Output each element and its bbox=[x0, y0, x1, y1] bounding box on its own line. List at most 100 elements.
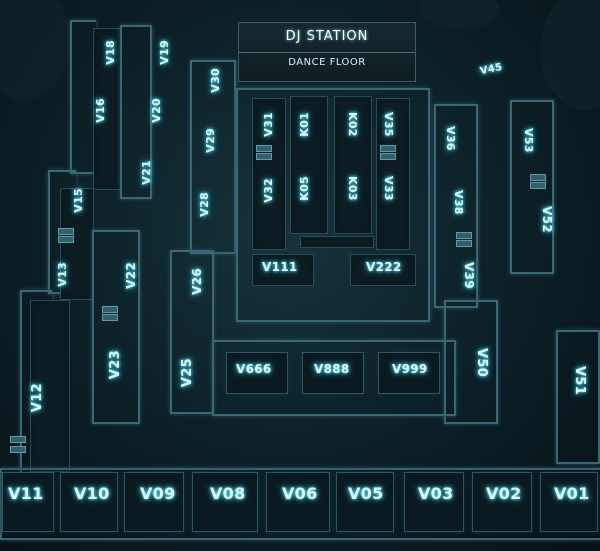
table-label-v45[interactable]: V45 bbox=[479, 61, 504, 78]
table-label-v32[interactable]: V32 bbox=[262, 178, 275, 203]
dj-station[interactable]: DJ STATION DANCE FLOOR bbox=[238, 22, 416, 82]
corner-decoration bbox=[540, 0, 600, 110]
seat bbox=[10, 436, 26, 443]
booth[interactable] bbox=[540, 472, 598, 532]
table-label-v22[interactable]: V22 bbox=[124, 262, 138, 289]
vip-booth[interactable] bbox=[378, 352, 440, 394]
booth[interactable] bbox=[472, 472, 532, 532]
booth-label-v06[interactable]: V06 bbox=[282, 484, 318, 503]
dance-floor-label: DANCE FLOOR bbox=[288, 57, 366, 68]
table-block bbox=[290, 96, 328, 234]
table-label-v53[interactable]: V53 bbox=[522, 128, 535, 153]
table-block bbox=[252, 254, 314, 286]
vip-label-v999[interactable]: V999 bbox=[392, 362, 428, 376]
booth[interactable] bbox=[60, 472, 118, 532]
section-outline bbox=[120, 25, 152, 199]
table-label-k05[interactable]: K05 bbox=[298, 176, 311, 201]
booth-label-v11[interactable]: V11 bbox=[8, 484, 44, 503]
table-label-v20[interactable]: V20 bbox=[150, 98, 163, 123]
vip-booth[interactable] bbox=[226, 352, 288, 394]
vip-section bbox=[212, 340, 456, 416]
table-label-v39[interactable]: V39 bbox=[462, 262, 476, 289]
booth-label-v08[interactable]: V08 bbox=[210, 484, 246, 503]
vip-booth[interactable] bbox=[302, 352, 364, 394]
table-label-v35[interactable]: V35 bbox=[382, 112, 395, 137]
table-label-v31[interactable]: V31 bbox=[262, 112, 275, 137]
table-label-v23[interactable]: V23 bbox=[108, 350, 123, 380]
booth[interactable] bbox=[266, 472, 330, 532]
table-label-v18[interactable]: V18 bbox=[104, 40, 117, 65]
section-outline bbox=[434, 104, 478, 308]
table-label-k02[interactable]: K02 bbox=[346, 112, 359, 137]
table-label-v15[interactable]: V15 bbox=[72, 188, 85, 213]
table-block bbox=[350, 254, 416, 286]
seat bbox=[102, 306, 118, 313]
table-label-v33[interactable]: V33 bbox=[382, 176, 395, 201]
seat bbox=[10, 446, 26, 453]
table-label-v21[interactable]: V21 bbox=[140, 160, 153, 185]
section-outline bbox=[556, 330, 600, 464]
booth-label-v09[interactable]: V09 bbox=[140, 484, 176, 503]
divider bbox=[239, 52, 415, 53]
seat bbox=[102, 314, 118, 321]
booth-label-v02[interactable]: V02 bbox=[486, 484, 522, 503]
booth[interactable] bbox=[124, 472, 184, 532]
table-label-v30[interactable]: V30 bbox=[209, 68, 222, 93]
table-label-v52[interactable]: V52 bbox=[540, 206, 554, 233]
left-wall bbox=[70, 20, 96, 174]
table-label-v19[interactable]: V19 bbox=[158, 40, 171, 65]
table-block bbox=[252, 98, 286, 250]
seat bbox=[530, 174, 546, 181]
section-outline bbox=[510, 100, 554, 274]
table-label-v38[interactable]: V38 bbox=[452, 190, 465, 215]
seat bbox=[58, 228, 74, 235]
dj-station-title: DJ STATION bbox=[285, 29, 369, 44]
top-decoration bbox=[420, 0, 500, 30]
table-label-v29[interactable]: V29 bbox=[204, 128, 217, 153]
booth[interactable] bbox=[336, 472, 394, 532]
table-block bbox=[60, 188, 94, 300]
vip-label-v888[interactable]: V888 bbox=[314, 362, 350, 376]
seat bbox=[256, 145, 272, 152]
section-outline bbox=[92, 230, 140, 424]
seat bbox=[530, 182, 546, 189]
table-label-k01[interactable]: K01 bbox=[298, 112, 311, 137]
seat bbox=[380, 153, 396, 160]
table-block bbox=[334, 96, 372, 234]
table-block bbox=[376, 98, 410, 250]
seat bbox=[380, 145, 396, 152]
seat bbox=[456, 240, 472, 247]
table-label-v222[interactable]: V222 bbox=[366, 260, 402, 274]
bottom-section bbox=[0, 468, 600, 540]
table-label-k03[interactable]: K03 bbox=[346, 176, 359, 201]
inner-section bbox=[236, 88, 430, 322]
table-block bbox=[93, 28, 121, 190]
table-block bbox=[30, 300, 70, 472]
booth[interactable] bbox=[2, 472, 54, 532]
table-block bbox=[300, 236, 374, 248]
booth[interactable] bbox=[192, 472, 258, 532]
booth-label-v05[interactable]: V05 bbox=[348, 484, 384, 503]
booth-label-v10[interactable]: V10 bbox=[74, 484, 110, 503]
booth[interactable] bbox=[404, 472, 464, 532]
booth-label-v01[interactable]: V01 bbox=[554, 484, 590, 503]
table-label-v51[interactable]: V51 bbox=[572, 366, 587, 396]
seat bbox=[58, 236, 74, 243]
seat bbox=[256, 153, 272, 160]
section-outline bbox=[170, 250, 214, 414]
table-label-v13[interactable]: V13 bbox=[56, 262, 69, 287]
table-label-v16[interactable]: V16 bbox=[94, 98, 107, 123]
table-label-v50[interactable]: V50 bbox=[474, 348, 489, 378]
corner-decoration bbox=[0, 0, 70, 100]
vip-label-v666[interactable]: V666 bbox=[236, 362, 272, 376]
booth-label-v03[interactable]: V03 bbox=[418, 484, 454, 503]
table-label-v36[interactable]: V36 bbox=[444, 126, 457, 151]
table-label-v111[interactable]: V111 bbox=[262, 260, 298, 274]
table-label-v12[interactable]: V12 bbox=[30, 383, 45, 413]
table-label-v25[interactable]: V25 bbox=[180, 358, 195, 388]
section-outline bbox=[444, 300, 498, 424]
seat bbox=[456, 232, 472, 239]
table-label-v28[interactable]: V28 bbox=[198, 192, 211, 217]
table-label-v26[interactable]: V26 bbox=[190, 268, 204, 295]
